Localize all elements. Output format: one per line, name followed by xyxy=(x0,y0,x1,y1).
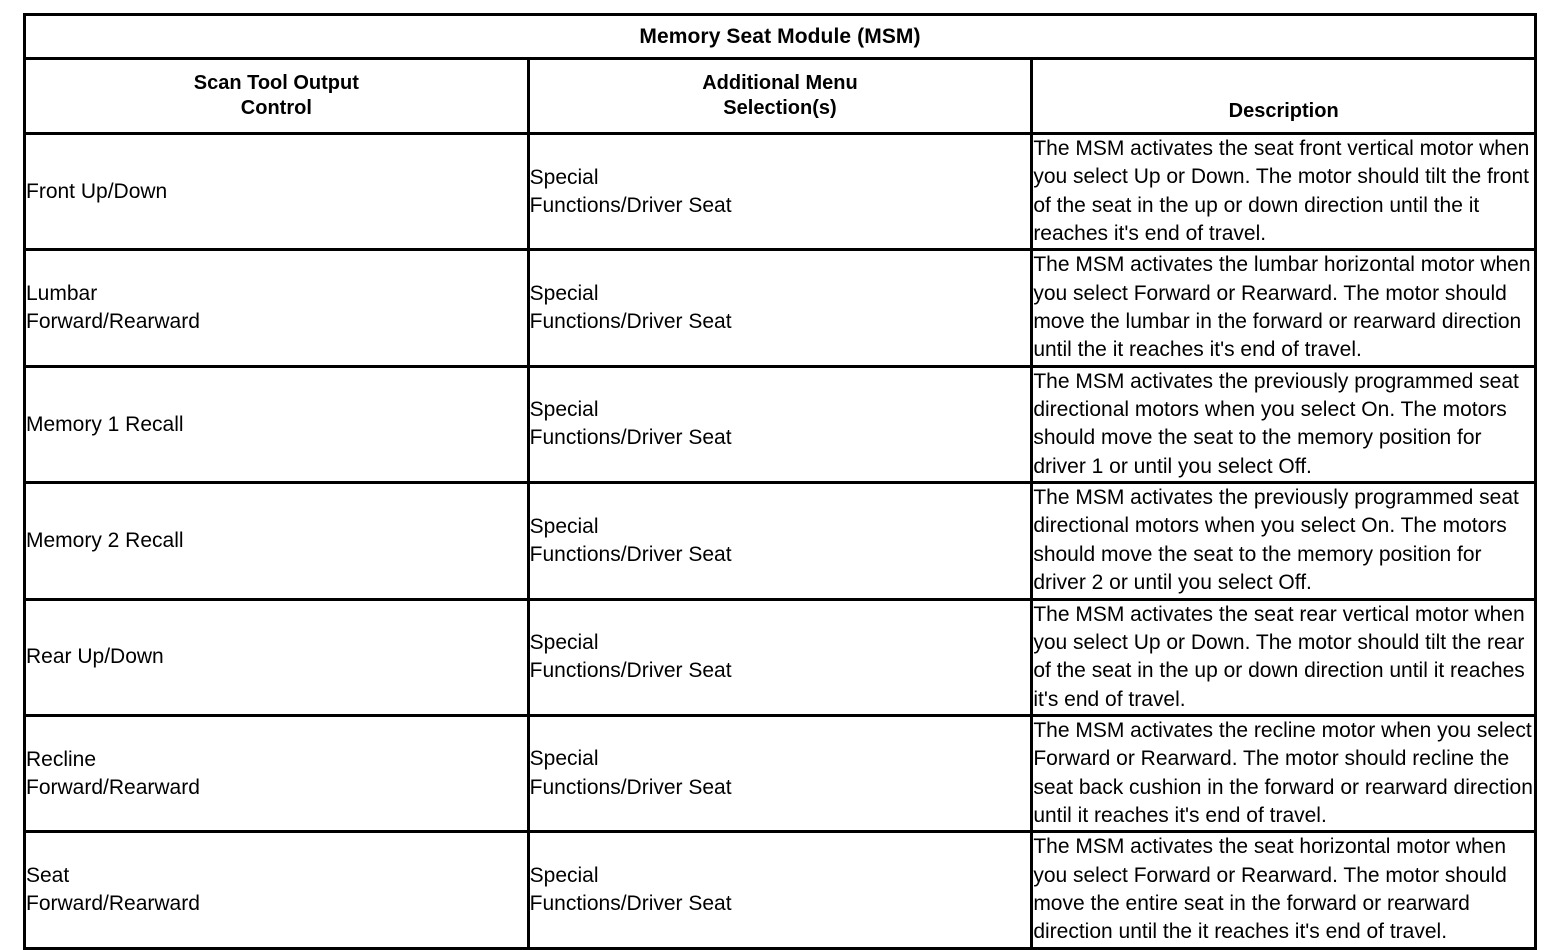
cell-menu-selection: Special Functions/Driver Seat xyxy=(526,713,1034,834)
memory-seat-module-table: Memory Seat Module (MSM) Scan Tool Outpu… xyxy=(23,13,1537,950)
cell-control: Memory 1 Recall xyxy=(23,364,530,485)
table-row: Lumbar Forward/Rearward Special Function… xyxy=(23,248,1537,368)
cell-description: The MSM activates the seat front vertica… xyxy=(1030,131,1537,252)
menu-line-2: Functions/Driver Seat xyxy=(529,542,732,566)
table-title: Memory Seat Module (MSM) xyxy=(23,13,1537,60)
cell-control: Front Up/Down xyxy=(23,131,530,252)
cell-control: Memory 2 Recall xyxy=(23,481,530,601)
control-line-1: Memory 1 Recall xyxy=(26,412,184,436)
cell-description: The MSM activates the previously program… xyxy=(1030,481,1537,601)
menu-line-1: Special xyxy=(529,165,599,189)
cell-description: The MSM activates the previously program… xyxy=(1030,364,1537,485)
menu-line-2: Functions/Driver Seat xyxy=(529,891,732,915)
cell-description: The MSM activates the lumbar horizontal … xyxy=(1030,248,1537,368)
table-row: Memory 2 Recall Special Functions/Driver… xyxy=(23,481,1537,601)
column-header-description: Description xyxy=(1030,57,1537,135)
control-line-1: Seat xyxy=(26,864,70,888)
control-line-1: Front Up/Down xyxy=(26,179,168,203)
control-line-1: Lumbar xyxy=(26,282,98,306)
document-page: Memory Seat Module (MSM) Scan Tool Outpu… xyxy=(23,13,1537,950)
cell-menu-selection: Special Functions/Driver Seat xyxy=(526,830,1034,950)
cell-description: The MSM activates the seat rear vertical… xyxy=(1030,597,1537,717)
menu-line-1: Special xyxy=(529,631,599,655)
cell-control: Seat Forward/Rearward xyxy=(23,830,530,950)
control-line-1: Recline xyxy=(26,747,97,771)
column-header-line-2: Control xyxy=(240,97,312,119)
table-row: Recline Forward/Rearward Special Functio… xyxy=(23,713,1537,834)
control-line-2: Forward/Rearward xyxy=(26,775,200,799)
column-header-line-1: Scan Tool Output xyxy=(193,72,359,94)
cell-control: Recline Forward/Rearward xyxy=(23,713,530,834)
table-header-row: Scan Tool Output Control Additional Menu… xyxy=(23,57,1537,135)
control-line-1: Rear Up/Down xyxy=(26,645,164,669)
control-line-2: Forward/Rearward xyxy=(26,310,200,334)
control-line-1: Memory 2 Recall xyxy=(26,528,184,552)
table-row: Front Up/Down Special Functions/Driver S… xyxy=(23,131,1537,252)
cell-description: The MSM activates the recline motor when… xyxy=(1030,713,1537,834)
menu-line-1: Special xyxy=(529,514,599,538)
column-header-line-2: Selection(s) xyxy=(723,97,837,119)
menu-line-1: Special xyxy=(529,281,599,305)
table-row: Rear Up/Down Special Functions/Driver Se… xyxy=(23,597,1537,717)
cell-control: Rear Up/Down xyxy=(23,597,530,717)
cell-menu-selection: Special Functions/Driver Seat xyxy=(526,597,1034,717)
cell-menu-selection: Special Functions/Driver Seat xyxy=(526,364,1034,485)
cell-description: The MSM activates the seat horizontal mo… xyxy=(1030,830,1537,950)
menu-line-2: Functions/Driver Seat xyxy=(529,775,732,799)
cell-menu-selection: Special Functions/Driver Seat xyxy=(526,248,1034,368)
cell-menu-selection: Special Functions/Driver Seat xyxy=(526,481,1034,601)
cell-control: Lumbar Forward/Rearward xyxy=(23,248,530,368)
table-row: Seat Forward/Rearward Special Functions/… xyxy=(23,830,1537,950)
menu-line-1: Special xyxy=(529,747,599,771)
menu-line-2: Functions/Driver Seat xyxy=(529,426,732,450)
table-row: Memory 1 Recall Special Functions/Driver… xyxy=(23,364,1537,485)
table-title-row: Memory Seat Module (MSM) xyxy=(23,13,1537,60)
control-line-2: Forward/Rearward xyxy=(26,891,200,915)
column-header-scan-tool-output-control: Scan Tool Output Control xyxy=(23,57,530,135)
menu-line-2: Functions/Driver Seat xyxy=(529,310,732,334)
column-header-line-1: Additional Menu xyxy=(702,72,858,94)
column-header-additional-menu-selections: Additional Menu Selection(s) xyxy=(526,57,1034,135)
menu-line-1: Special xyxy=(529,398,599,422)
cell-menu-selection: Special Functions/Driver Seat xyxy=(526,131,1034,252)
menu-line-2: Functions/Driver Seat xyxy=(529,193,732,217)
menu-line-2: Functions/Driver Seat xyxy=(529,659,732,683)
menu-line-1: Special xyxy=(529,863,599,887)
